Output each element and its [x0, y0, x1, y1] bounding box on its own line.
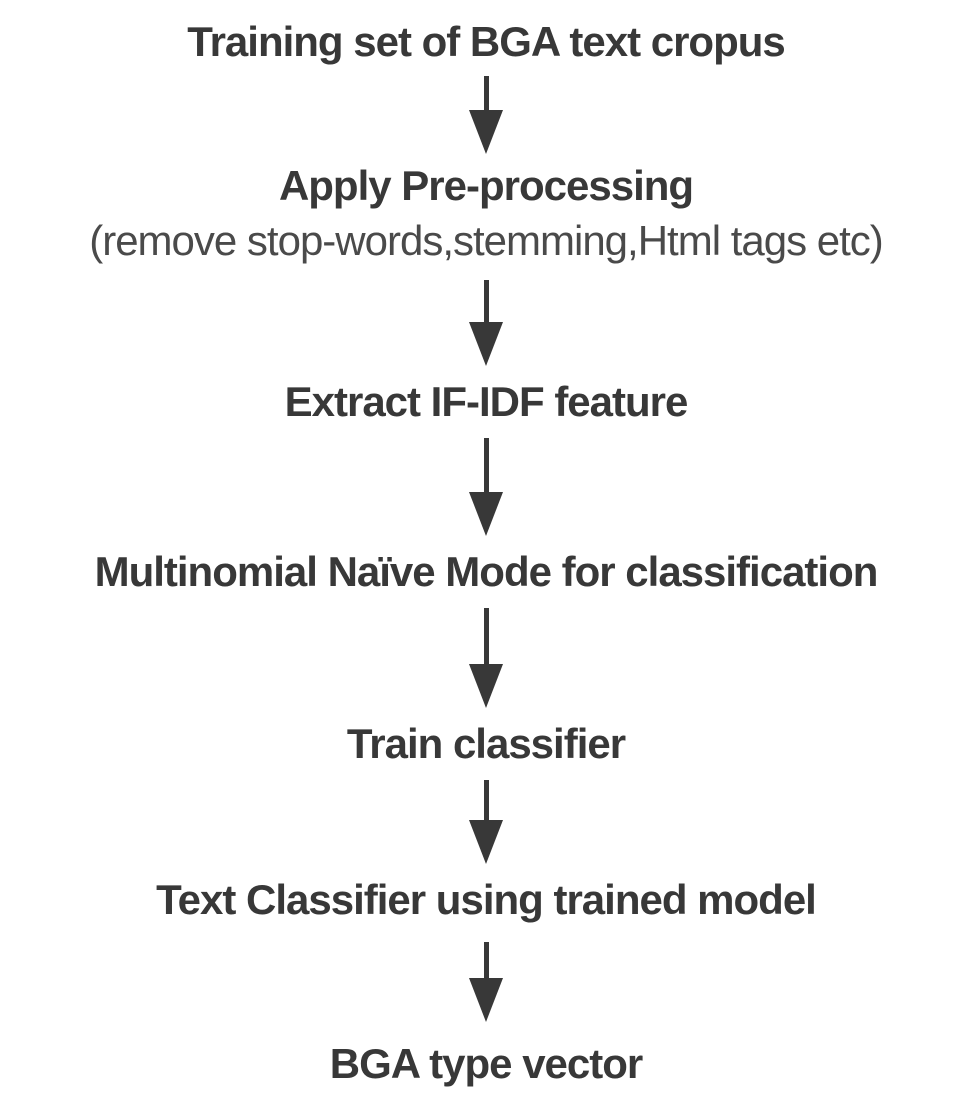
- arrow-stem: [483, 780, 489, 822]
- down-arrow-icon: [469, 438, 503, 536]
- flow-step-label: Text Classifier using trained model: [156, 876, 817, 923]
- down-arrow-icon: [469, 942, 503, 1022]
- arrow-head: [469, 110, 503, 154]
- arrow-head: [469, 820, 503, 864]
- down-arrow-icon: [469, 280, 503, 366]
- down-arrow-icon: [469, 76, 503, 154]
- arrow-stem: [483, 608, 489, 666]
- down-arrow-icon: [469, 780, 503, 864]
- arrow-stem: [483, 76, 489, 112]
- flow-step-label: Apply Pre-processing: [278, 162, 694, 209]
- arrow-head: [469, 664, 503, 708]
- arrow-stem: [483, 942, 489, 980]
- arrow-head: [469, 492, 503, 536]
- down-arrow-icon: [469, 608, 503, 708]
- flow-step-text-classifier: Text Classifier using trained model: [156, 872, 817, 928]
- flow-step-label: Extract IF-IDF feature: [284, 378, 689, 425]
- arrow-head: [469, 978, 503, 1022]
- flow-step-label: Training set of BGA text cropus: [187, 18, 786, 65]
- arrow-stem: [483, 280, 489, 324]
- flow-step-label: BGA type vector: [329, 1040, 644, 1087]
- flow-step-output-vector: BGA type vector: [329, 1036, 644, 1092]
- arrow-head: [469, 322, 503, 366]
- flow-step-train-classifier: Train classifier: [346, 716, 626, 772]
- flow-step-label: Multinomial Naïve Mode for classificatio…: [94, 548, 879, 595]
- arrow-stem: [483, 438, 489, 494]
- flow-step-multinomial-naive: Multinomial Naïve Mode for classificatio…: [94, 544, 879, 600]
- flow-step-label: Train classifier: [346, 720, 626, 767]
- flow-step-extract-tfidf: Extract IF-IDF feature: [284, 374, 689, 430]
- flow-step-training-set: Training set of BGA text cropus: [187, 14, 786, 70]
- flow-step-preprocessing: Apply Pre-processing (remove stop-words,…: [89, 158, 884, 268]
- flow-step-sublabel: (remove stop-words,stemming,Html tags et…: [89, 217, 884, 264]
